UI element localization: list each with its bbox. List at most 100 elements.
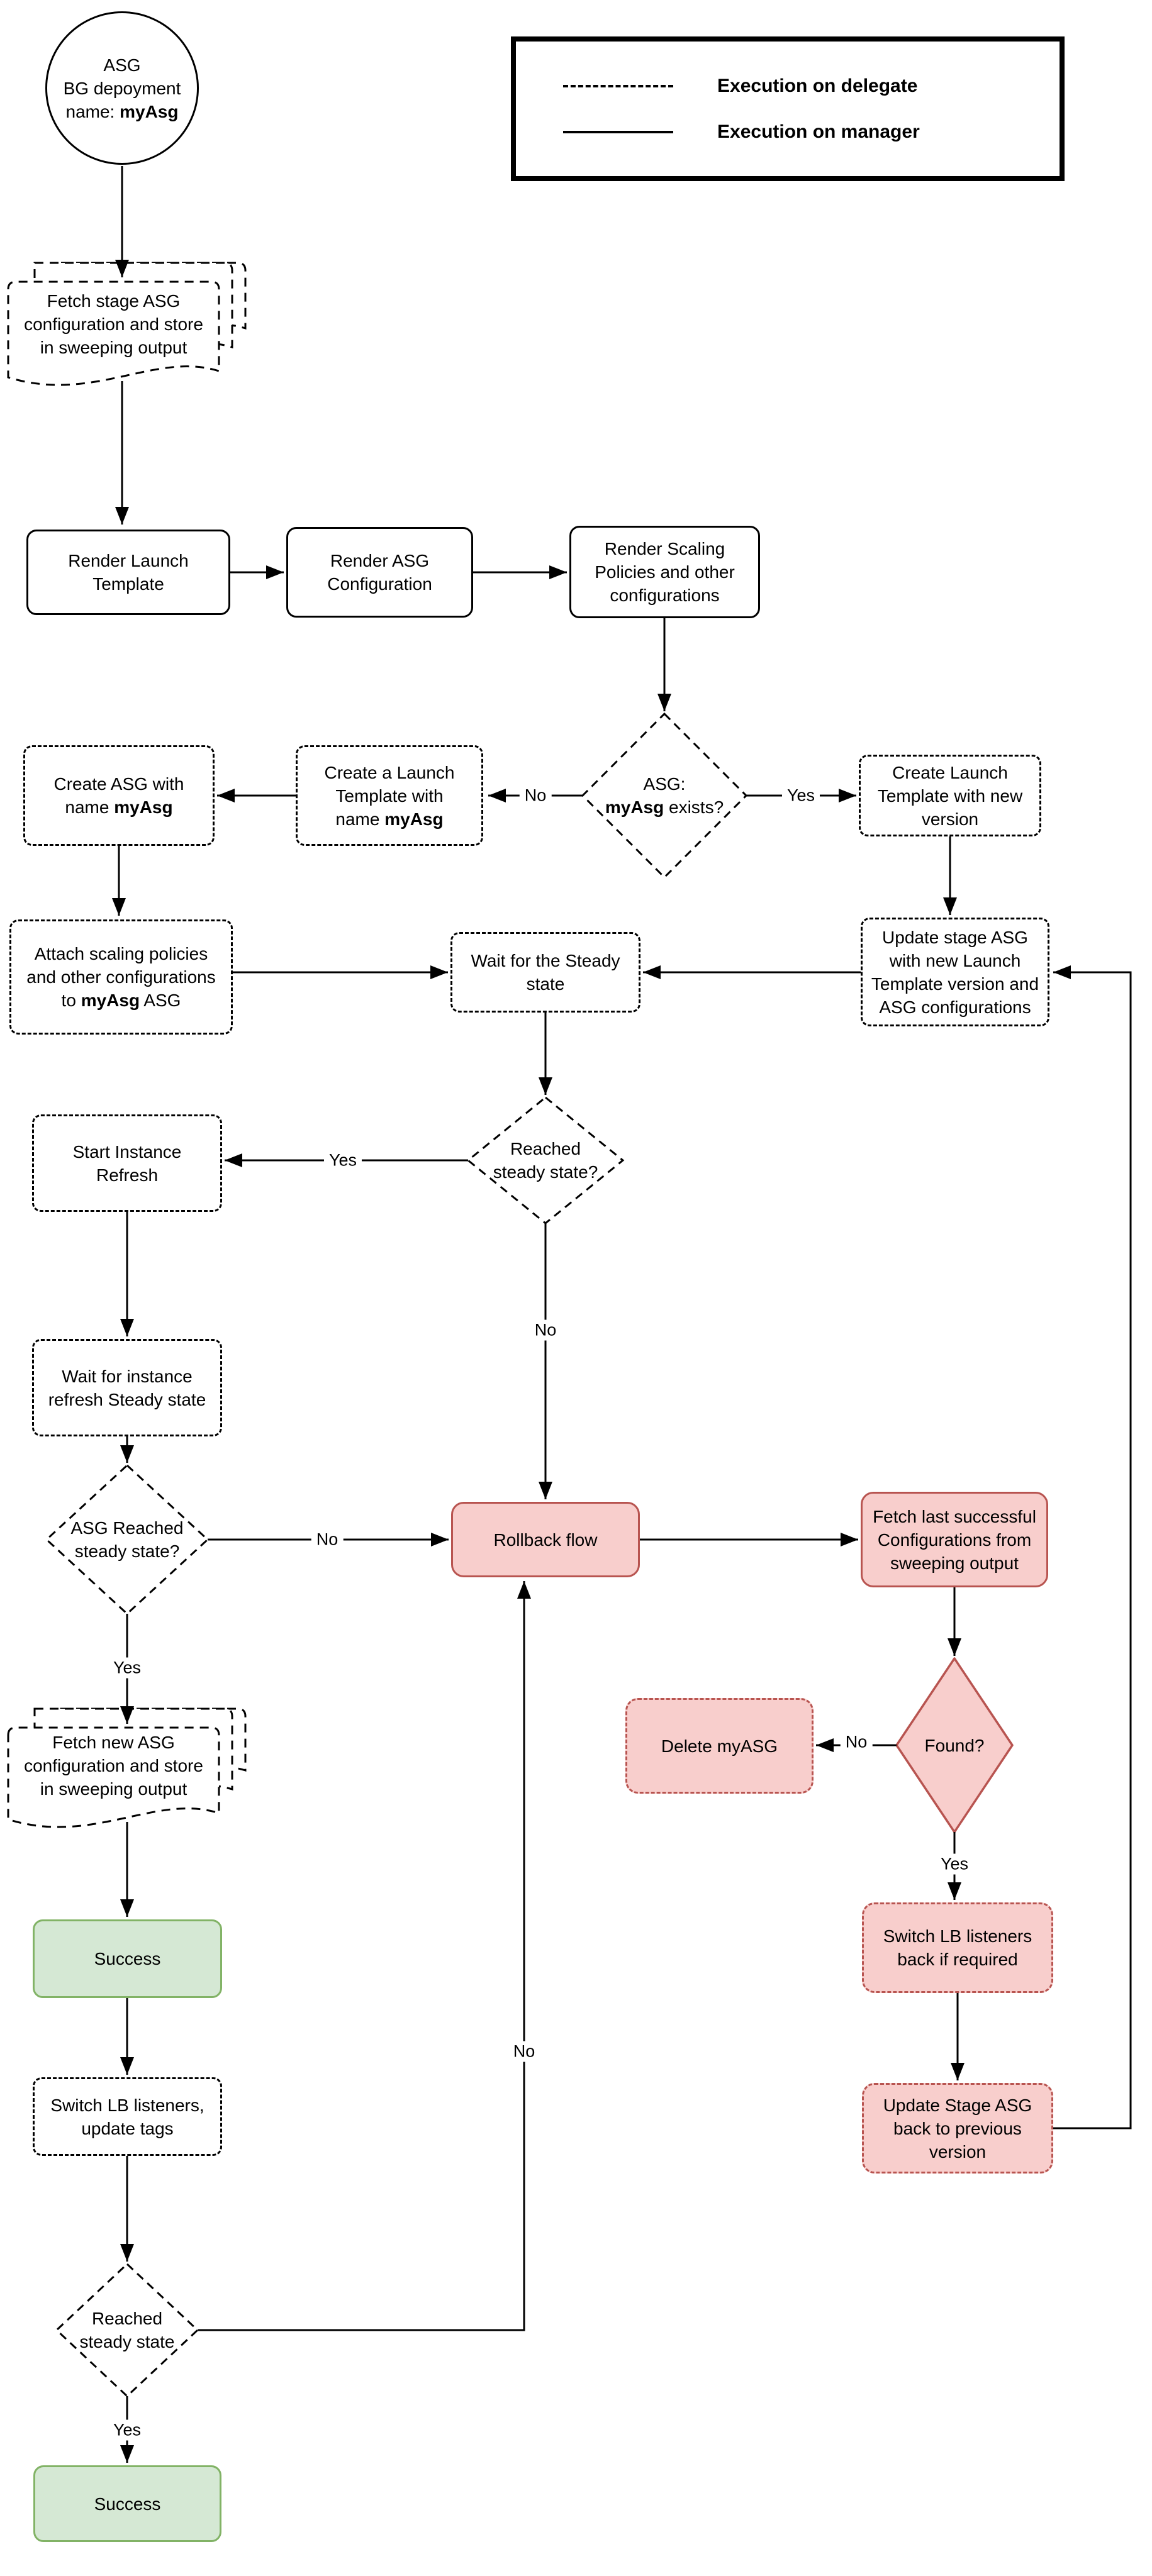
node-line: name myAsg (335, 809, 444, 829)
start-line: BG depoyment (63, 78, 181, 98)
fetch-stage-node[interactable]: Fetch stage ASG configuration and store … (8, 282, 219, 366)
render-asg-configuration-node[interactable]: Render ASG Configuration (286, 527, 473, 618)
label-steady-no: No (529, 1319, 562, 1341)
success-node[interactable]: Success (33, 1919, 222, 1998)
node-line: configurations (610, 586, 720, 605)
node-line: Configurations from (877, 1530, 1032, 1550)
node-line: Switch LB listeners (883, 1926, 1032, 1946)
legend-row-delegate: Execution on delegate (563, 74, 1060, 97)
node-line: Create a Launch (324, 762, 455, 782)
node-line: to myAsg ASG (61, 991, 181, 1010)
node-line: Render Scaling (604, 539, 725, 558)
node-line: Reached (510, 1139, 581, 1158)
node-line: Create Launch (892, 762, 1008, 782)
start-line: name: myAsg (65, 101, 179, 121)
create-launch-template-myasg-node[interactable]: Create a Launch Template with name myAsg (296, 745, 483, 846)
switch-lb-back-node[interactable]: Switch LB listeners back if required (862, 1902, 1053, 1993)
asg-exists-diamond-shape[interactable] (581, 712, 748, 879)
node-line: Rollback flow (493, 1530, 598, 1550)
rollback-flow-node[interactable]: Rollback flow (451, 1502, 640, 1577)
node-line: Update stage ASG (882, 927, 1028, 947)
node-line: with new Launch (889, 950, 1021, 970)
node-line: Start Instance (72, 1141, 182, 1162)
fetch-stage-doc-shape (7, 262, 247, 386)
legend: Execution on delegate Execution on manag… (511, 36, 1065, 181)
create-asg-node[interactable]: Create ASG with name myAsg (23, 745, 215, 846)
node-line: back if required (897, 1950, 1018, 1969)
node-line: refresh Steady state (48, 1389, 206, 1409)
asg-reached-diamond-shape[interactable] (45, 1463, 210, 1616)
wait-instance-refresh-node[interactable]: Wait for instance refresh Steady state (32, 1339, 222, 1436)
node-line: Configuration (327, 574, 432, 594)
node-line: in sweeping output (40, 1779, 187, 1799)
label-asg-reached-yes: Yes (108, 1657, 147, 1679)
label-bottom-no: No (508, 2041, 540, 2062)
label-exists-no: No (519, 785, 552, 806)
node-line: myAsg exists? (605, 797, 724, 817)
node-line: Delete myASG (661, 1736, 778, 1756)
node-line: name myAsg (65, 797, 173, 817)
node-line: update tags (81, 2118, 174, 2138)
asg-reached-decision[interactable]: ASG Reached steady state? (33, 1492, 221, 1587)
node-line: Fetch stage ASG (47, 291, 181, 311)
edge-steady2-no (198, 1581, 531, 2331)
switch-lb-update-tags-node[interactable]: Switch LB listeners, update tags (33, 2077, 222, 2156)
start-node[interactable]: ASG BG depoyment name: myAsg (45, 11, 199, 165)
node-line: Fetch last successful (873, 1506, 1036, 1526)
node-line: ASG Reached (70, 1518, 184, 1538)
node-line: Wait for instance (62, 1366, 193, 1386)
node-line: configuration and store (24, 1755, 203, 1775)
node-line: Render Launch (68, 551, 189, 570)
start-instance-refresh-node[interactable]: Start Instance Refresh (32, 1114, 222, 1212)
node-line: Switch LB listeners, (50, 2095, 204, 2115)
node-line: Reached (91, 2309, 163, 2328)
node-line: steady state (79, 2332, 175, 2351)
label-found-no: No (840, 1731, 873, 1753)
attach-scaling-policies-node[interactable]: Attach scaling policies and other config… (9, 919, 233, 1035)
node-line: configuration and store (24, 314, 203, 334)
update-stage-back-node[interactable]: Update Stage ASG back to previous versio… (862, 2083, 1053, 2174)
label-bottom-yes: Yes (108, 2419, 147, 2441)
fetch-new-node[interactable]: Fetch new ASG configuration and store in… (8, 1723, 219, 1807)
label-asg-reached-no: No (311, 1529, 344, 1550)
edge-updateback-loop (1053, 965, 1132, 2129)
node-line: Template (92, 574, 164, 594)
render-scaling-policies-node[interactable]: Render Scaling Policies and other config… (569, 526, 760, 618)
node-line: in sweeping output (40, 337, 187, 357)
render-launch-template-node[interactable]: Render Launch Template (26, 530, 230, 615)
node-line: state (526, 974, 565, 994)
node-line: version (929, 2141, 987, 2162)
node-line: Attach scaling policies (34, 944, 208, 963)
create-launch-template-new-node[interactable]: Create Launch Template with new version (859, 755, 1041, 836)
node-line: Refresh (96, 1165, 159, 1185)
node-line: sweeping output (890, 1553, 1019, 1573)
node-line: Policies and other (595, 562, 735, 582)
node-line: and other configurations (26, 967, 216, 987)
success2-node[interactable]: Success (33, 2465, 221, 2542)
node-line: Template with new (877, 786, 1023, 806)
reached-steady2-diamond-shape[interactable] (55, 2262, 199, 2398)
node-line: steady state? (74, 1541, 180, 1561)
label-steady-yes: Yes (323, 1150, 362, 1171)
legend-label: Execution on delegate (717, 75, 918, 96)
wait-steady-state-node[interactable]: Wait for the Steady state (450, 932, 640, 1013)
fetch-last-successful-node[interactable]: Fetch last successful Configurations fro… (861, 1492, 1048, 1587)
fetch-new-doc-shape (7, 1707, 247, 1828)
delete-myasg-node[interactable]: Delete myASG (625, 1698, 814, 1794)
solid-line-sample (563, 130, 673, 133)
node-line: back to previous (893, 2118, 1022, 2138)
node-line: Render ASG (330, 551, 430, 570)
node-line: ASG: (643, 774, 686, 794)
reached-steady2-decision[interactable]: Reached steady state (33, 2283, 221, 2377)
node-line: Found? (924, 1735, 985, 1755)
found-decision[interactable]: Found? (860, 1698, 1049, 1792)
legend-label: Execution on manager (717, 121, 920, 142)
update-stage-asg-node[interactable]: Update stage ASG with new Launch Templat… (861, 918, 1049, 1026)
node-line: version (921, 809, 979, 829)
reached-steady-decision[interactable]: Reached steady state? (451, 1113, 640, 1208)
node-line: Wait for the Steady (471, 951, 620, 970)
asg-exists-decision[interactable]: ASG: myAsg exists? (570, 748, 759, 843)
node-line: Update Stage ASG (883, 2095, 1032, 2115)
